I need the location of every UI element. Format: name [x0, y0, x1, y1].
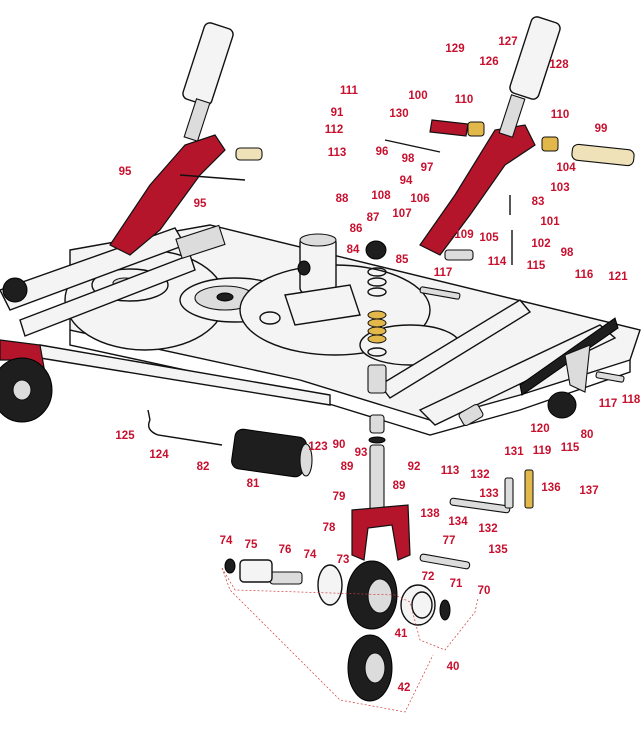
- part-callout-98: 98: [561, 247, 574, 259]
- part-callout-114: 114: [488, 256, 507, 268]
- part-callout-101: 101: [540, 216, 560, 228]
- part-callout-90: 90: [333, 439, 346, 451]
- part-callout-94: 94: [400, 175, 413, 187]
- part-callout-137: 137: [579, 485, 598, 497]
- part-callout-111: 111: [340, 85, 359, 97]
- part-callout-95: 95: [194, 198, 207, 210]
- part-callout-81: 81: [247, 478, 260, 490]
- part-callout-107: 107: [392, 208, 411, 220]
- part-callout-128: 128: [549, 59, 569, 71]
- part-callout-138: 138: [420, 508, 440, 520]
- part-callout-41: 41: [395, 628, 408, 640]
- part-callout-113: 113: [441, 465, 460, 477]
- part-callout-126: 126: [479, 56, 498, 68]
- part-callout-78: 78: [323, 522, 336, 534]
- part-callout-40: 40: [447, 661, 460, 673]
- part-callout-98: 98: [402, 153, 415, 165]
- part-callout-117: 117: [434, 267, 453, 279]
- part-callout-75: 75: [245, 539, 258, 551]
- part-callout-42: 42: [398, 682, 411, 694]
- left-loose-parts: [147, 409, 313, 478]
- part-callout-92: 92: [408, 461, 421, 473]
- part-callout-116: 116: [575, 269, 594, 281]
- right-lift-arm: [384, 16, 635, 256]
- part-callout-84: 84: [347, 244, 360, 256]
- part-callout-87: 87: [367, 212, 380, 224]
- part-callout-77: 77: [443, 535, 456, 547]
- part-callout-106: 106: [410, 193, 429, 205]
- part-callout-125: 125: [115, 430, 135, 442]
- part-callout-123: 123: [308, 441, 327, 453]
- part-callout-118: 118: [622, 394, 641, 406]
- part-callout-97: 97: [421, 162, 434, 174]
- part-callout-112: 112: [325, 124, 344, 136]
- part-callout-102: 102: [531, 238, 550, 250]
- part-callout-71: 71: [450, 578, 463, 590]
- part-callout-88: 88: [336, 193, 349, 205]
- part-callout-82: 82: [197, 461, 210, 473]
- part-callout-117: 117: [599, 398, 618, 410]
- caster-fork-assembly: [224, 444, 471, 702]
- part-callout-110: 110: [455, 94, 474, 106]
- part-callout-124: 124: [149, 449, 169, 461]
- part-callout-121: 121: [608, 271, 628, 283]
- part-callout-104: 104: [556, 162, 576, 174]
- part-callout-79: 79: [333, 491, 346, 503]
- part-callout-108: 108: [371, 190, 391, 202]
- part-callout-100: 100: [408, 90, 427, 102]
- part-callout-72: 72: [422, 571, 435, 583]
- part-callout-136: 136: [541, 482, 560, 494]
- spindle-stack: [365, 240, 387, 444]
- part-callout-132: 132: [470, 469, 489, 481]
- left-frame-rails: [0, 224, 331, 406]
- part-callout-109: 109: [454, 229, 473, 241]
- part-callout-127: 127: [498, 36, 517, 48]
- part-callout-89: 89: [393, 480, 406, 492]
- part-callout-115: 115: [561, 442, 580, 454]
- part-callout-120: 120: [530, 423, 549, 435]
- left-lift-arm: [109, 22, 263, 256]
- part-callout-99: 99: [595, 123, 608, 135]
- part-callout-83: 83: [532, 196, 545, 208]
- part-callout-132: 132: [478, 523, 497, 535]
- part-callout-93: 93: [355, 447, 368, 459]
- part-callout-113: 113: [328, 147, 347, 159]
- part-callout-73: 73: [337, 554, 350, 566]
- part-callout-115: 115: [527, 260, 546, 272]
- part-callout-110: 110: [551, 109, 570, 121]
- part-callout-133: 133: [479, 488, 498, 500]
- part-callout-85: 85: [396, 254, 409, 266]
- part-callout-74: 74: [220, 535, 233, 547]
- part-callout-76: 76: [279, 544, 292, 556]
- part-callout-89: 89: [341, 461, 354, 473]
- part-callout-130: 130: [389, 108, 408, 120]
- center-gearbox: [284, 233, 361, 326]
- part-callout-131: 131: [504, 446, 524, 458]
- part-callout-70: 70: [478, 585, 491, 597]
- part-callout-80: 80: [581, 429, 594, 441]
- part-callout-105: 105: [479, 232, 499, 244]
- part-callout-86: 86: [350, 223, 363, 235]
- part-callout-103: 103: [550, 182, 569, 194]
- part-callout-129: 129: [445, 43, 464, 55]
- part-callout-96: 96: [376, 146, 389, 158]
- part-callout-91: 91: [331, 107, 344, 119]
- left-caster-wheel: [0, 277, 53, 423]
- right-loose-parts: [419, 195, 625, 514]
- part-callout-95: 95: [119, 166, 132, 178]
- part-callout-134: 134: [448, 516, 468, 528]
- part-callout-74: 74: [304, 549, 317, 561]
- part-callout-119: 119: [533, 445, 552, 457]
- part-callout-135: 135: [488, 544, 508, 556]
- right-frame-rails: [378, 299, 619, 426]
